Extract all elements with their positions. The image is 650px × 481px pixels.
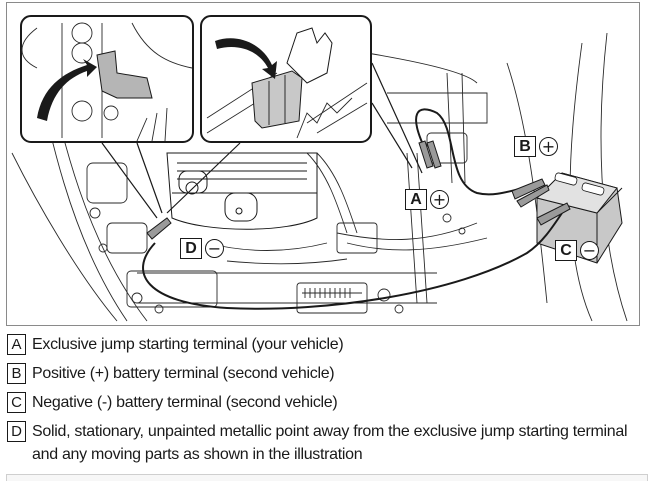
legend-text: Negative (-) battery terminal (second ve…	[32, 394, 338, 411]
callout-d: D −	[180, 238, 224, 259]
legend-text: Positive (+) battery terminal (second ve…	[32, 365, 335, 382]
cover-lid	[286, 27, 333, 84]
minus-circle-icon: −	[580, 241, 599, 260]
legend: A Exclusive jump starting terminal (your…	[7, 333, 647, 472]
engine-bay-lines	[11, 22, 628, 322]
legend-item-a: A Exclusive jump starting terminal (your…	[7, 333, 647, 356]
arrow-icon	[215, 38, 277, 79]
plus-circle-icon: +	[539, 137, 558, 156]
next-section-border	[6, 474, 648, 481]
inset-right	[200, 15, 372, 143]
inset-pointer-lines	[101, 62, 423, 219]
terminal-cover	[96, 50, 153, 99]
engine-compartment-drawing	[11, 15, 628, 322]
minus-circle-icon: −	[205, 239, 224, 258]
callout-c: C −	[555, 240, 599, 261]
positive-cable	[415, 108, 538, 196]
cable-clamps	[146, 140, 571, 240]
legend-key: A	[7, 334, 26, 355]
legend-key: B	[7, 363, 26, 384]
callout-a-label: A	[405, 189, 427, 210]
legend-item-b: B Positive (+) battery terminal (second …	[7, 362, 647, 385]
terminal-cover-open	[251, 70, 303, 129]
plus-circle-icon: +	[430, 190, 449, 209]
legend-key: D	[7, 421, 26, 442]
callout-d-label: D	[180, 238, 202, 259]
callout-b-label: B	[514, 136, 536, 157]
legend-text: Exclusive jump starting terminal (your v…	[32, 336, 344, 353]
jumper-cables	[142, 108, 563, 310]
legend-item-d: D Solid, stationary, unpainted metallic …	[7, 420, 647, 466]
arrow-icon	[37, 59, 97, 121]
callout-b: B +	[514, 136, 558, 157]
legend-key: C	[7, 392, 26, 413]
inset-left	[20, 15, 194, 143]
callout-c-label: C	[555, 240, 577, 261]
engine-cover	[166, 152, 318, 230]
callout-a: A +	[405, 189, 449, 210]
negative-cable	[142, 212, 563, 310]
legend-text: Solid, stationary, unpainted metallic po…	[32, 423, 628, 463]
jump-start-illustration: A + B + C − D −	[6, 2, 640, 326]
legend-item-c: C Negative (-) battery terminal (second …	[7, 391, 647, 414]
